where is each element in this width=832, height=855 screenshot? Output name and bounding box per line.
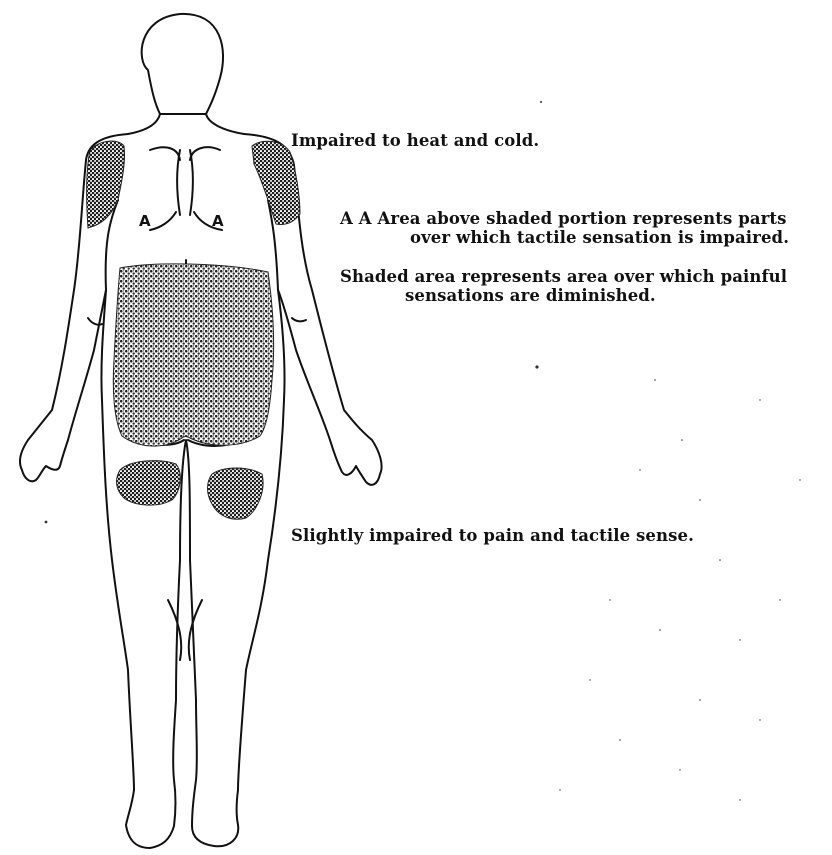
scapula-right-curve	[190, 147, 220, 160]
label-impaired-heat-cold: Impaired to heat and cold.	[291, 131, 539, 150]
marker-a-right: A	[212, 212, 224, 230]
label-tactile-line1: A A Area above shaded portion represents…	[340, 209, 787, 228]
label-pain-line1: Shaded area represents area over which p…	[340, 267, 787, 286]
label-pain-line2: sensations are diminished.	[340, 286, 787, 305]
head-outline	[142, 14, 223, 114]
lower-back-buttocks-shaded	[113, 264, 273, 446]
right-shoulder-shaded	[252, 141, 300, 224]
neck-outline	[128, 114, 160, 134]
label-tactile-line2: over which tactile sensation is impaired…	[340, 228, 789, 247]
scan-specks	[45, 101, 801, 801]
right-calf-line	[189, 600, 202, 660]
right-elbow-mark	[292, 318, 306, 321]
left-thigh-patch-shaded	[117, 461, 181, 505]
scapula-left-curve	[150, 147, 180, 160]
marker-a-left: A	[139, 212, 151, 230]
label-pain-diminished: Shaded area represents area over which p…	[340, 267, 787, 305]
neck-outline-right	[206, 114, 244, 134]
left-calf-line	[168, 600, 181, 660]
back-ridge-left	[150, 212, 176, 230]
left-shoulder-shaded	[87, 141, 125, 228]
label-slightly-impaired: Slightly impaired to pain and tactile se…	[291, 526, 694, 545]
label-tactile-impaired: A A Area above shaded portion represents…	[340, 209, 789, 247]
leg-gap	[180, 440, 190, 560]
right-thigh-patch-shaded	[208, 468, 264, 519]
